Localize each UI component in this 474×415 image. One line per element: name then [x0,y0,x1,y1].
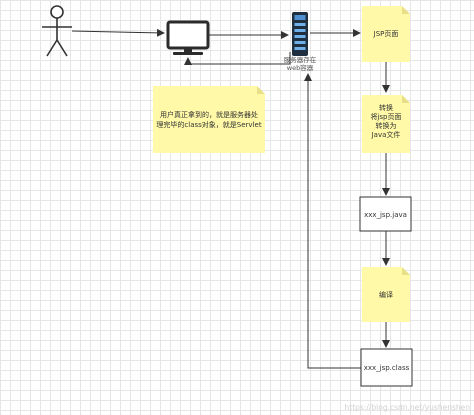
note-jsp-page: JSP页面 [362,6,410,62]
box-java-file-text: xxx_jsp.java [364,211,407,219]
box-class-file-text: xxx_jsp.class [364,364,410,372]
note-compile: 编译 [362,267,410,322]
user-to-browser-arrow [71,28,165,37]
box-class-file: xxx_jsp.class [360,348,413,387]
note-convert: 转换 将jsp页面 转换为 Java文件 [362,95,410,153]
note-convert-line4: Java文件 [371,130,401,139]
note-servlet-line2: 理完毕的class对象，就是Servlet [156,120,261,129]
note-servlet-line1: 用户真正拿到的，就是服务器处 [160,110,258,119]
note-convert-line3: 转换为 [376,121,397,130]
note-servlet: 用户真正拿到的，就是服务器处 理完毕的class对象，就是Servlet [153,86,265,153]
server-label-line2: web容器 [287,63,314,72]
server-label-line1: 服务器存在 [284,55,317,64]
server-tower-icon [292,12,308,56]
user-actor-icon [42,5,72,57]
note-compile-text: 编译 [379,290,393,299]
class-to-server-arrow [304,73,361,369]
box-java-file: xxx_jsp.java [359,196,412,232]
note-convert-line2: 将jsp页面 [370,112,401,121]
note-jsp-page-text: JSP页面 [373,30,399,38]
watermark-text: https://blog.csdn.net/yushenshen [345,403,471,412]
note-convert-line1: 转换 [379,103,393,112]
server-response-arrow [184,52,291,65]
computer-monitor-icon [166,20,210,55]
